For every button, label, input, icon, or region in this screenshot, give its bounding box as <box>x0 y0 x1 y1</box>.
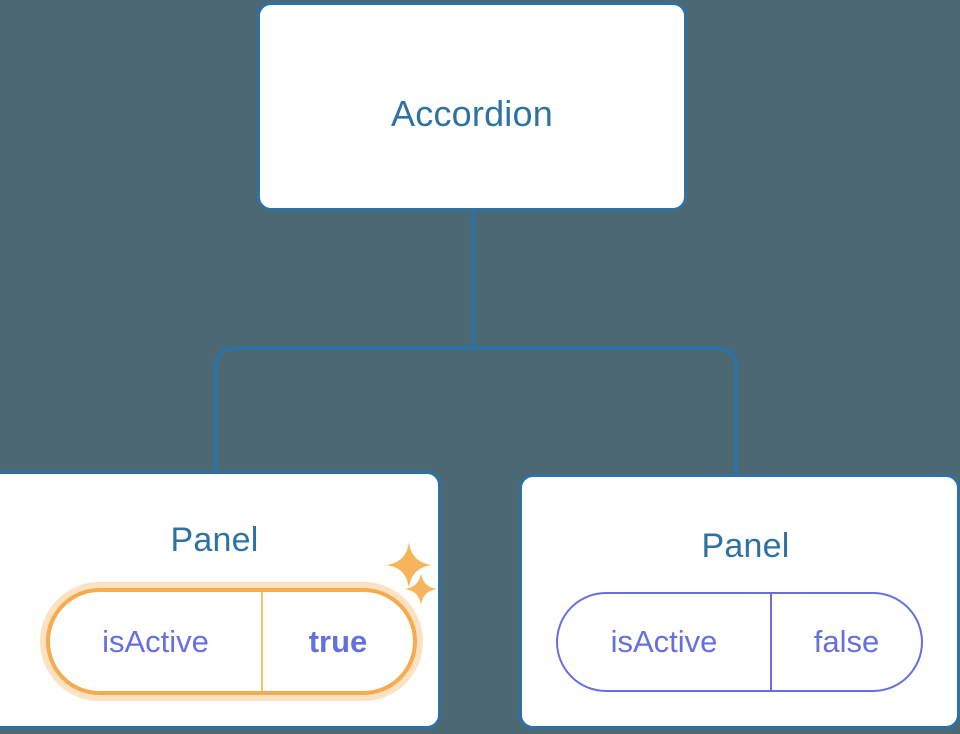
accordion-node[interactable]: Accordion <box>257 2 687 211</box>
connector-to-right-panel <box>473 346 738 475</box>
prop-pill-is-active-false[interactable]: isActive false <box>556 592 923 692</box>
prop-key-is-active: isActive <box>558 594 772 690</box>
prop-key-is-active: isActive <box>50 592 263 691</box>
panel-node-right-title: Panel <box>701 527 790 565</box>
panel-node-left-title: Panel <box>170 521 259 559</box>
prop-value-false: false <box>813 624 880 659</box>
prop-pill-is-active-true[interactable]: isActive true <box>46 588 417 695</box>
connector-to-left-panel <box>214 346 473 472</box>
accordion-node-title: Accordion <box>391 93 553 134</box>
prop-value-true: true <box>308 623 368 659</box>
